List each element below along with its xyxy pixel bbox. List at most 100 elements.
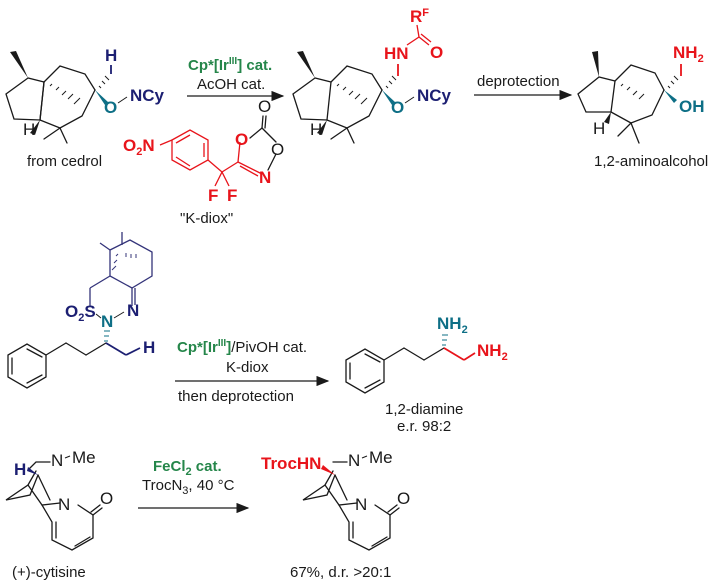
ring-nitrogen: N — [259, 168, 271, 187]
amide-nh: HN — [384, 44, 409, 63]
h-wedge — [604, 112, 611, 124]
amine-nh2-2: NH2 — [477, 341, 508, 363]
o-wedge — [664, 90, 677, 103]
ring-h-atom: H — [593, 119, 605, 138]
fluorine-1: F — [208, 186, 218, 205]
catalyst-label: Cp*[IrIII]/PivOH cat. — [177, 338, 307, 356]
product-label: 1,2-aminoalcohol — [594, 153, 708, 170]
dioxazolone-ring — [249, 115, 277, 171]
c-o-bond-2 — [420, 33, 432, 43]
sulfonyl-group: O2S — [65, 302, 96, 324]
ring-h-atom: H — [23, 120, 35, 139]
hashed-ch2 — [385, 75, 397, 89]
phenylbutyl-chain — [345, 347, 445, 394]
o-wedge — [95, 90, 108, 105]
pyridone-nitrogen: N — [58, 495, 70, 514]
n-c-bond — [406, 36, 420, 46]
catalyst-label: Cp*[IrIII] cat. — [188, 56, 272, 74]
carbonyl-oxygen: O — [397, 489, 410, 508]
h-wedge — [317, 120, 327, 135]
ring-h-atom: H — [310, 120, 322, 139]
k-diox-reagent: O2N O O O N F F "K-diox" — [123, 97, 284, 227]
rf-group: RF — [410, 7, 429, 26]
c-n-bond — [463, 352, 476, 361]
carbonyl-oxygen: O — [258, 97, 271, 116]
amine-nh2-1: NH2 — [437, 314, 468, 336]
ch2-bond — [443, 347, 465, 361]
product-label: 67%, d.r. >20:1 — [290, 564, 391, 581]
n-me-bond — [64, 455, 71, 459]
methyl-wedge — [297, 51, 315, 78]
cedrane-skeleton — [577, 64, 665, 144]
o-n-bond — [404, 96, 415, 104]
hashed-bridge — [336, 83, 368, 105]
methyl-wedge — [592, 51, 599, 77]
fluorine-2: F — [227, 186, 237, 205]
target-h-atom: H — [143, 338, 155, 357]
o-n-bond — [117, 96, 128, 104]
reagent-label: K-diox — [226, 359, 269, 376]
target-h-atom: H — [105, 46, 117, 65]
aminated-cytisine-product: N Me N O — [302, 448, 410, 551]
substrate-label: from cedrol — [27, 153, 102, 170]
n-methyl-nitrogen: N — [51, 451, 63, 470]
sulfamate-substrate: O2S N N H — [7, 232, 155, 389]
nitrophenyl-ring — [159, 129, 263, 187]
c-r-bond — [416, 24, 420, 38]
h-wedge — [30, 120, 40, 135]
phenylbutyl-chain — [7, 342, 107, 389]
carbonyl-oxygen: O — [100, 489, 113, 508]
reagent-label: TrocN3, 40 °C — [142, 477, 235, 497]
aminoalcohol-product: NH2 OH H — [577, 43, 705, 144]
cedrane-skeleton — [5, 65, 96, 144]
deprotection-label: then deprotection — [178, 388, 294, 405]
hashed-ch2 — [667, 75, 679, 89]
c-h-bond — [125, 347, 141, 356]
reaction-arrow-3: Cp*[IrIII]/PivOH cat. K-diox then deprot… — [175, 338, 330, 405]
methyl-group: Me — [369, 448, 393, 467]
sulfamide-nitrogen: N — [101, 312, 113, 331]
o-wedge — [382, 90, 395, 105]
hashed-ch2 — [98, 75, 110, 89]
amidated-intermediate: RF HN O O NCy H — [292, 7, 452, 144]
amide-oxygen: O — [430, 43, 443, 62]
methyl-wedge — [10, 51, 28, 78]
n-n-bond — [113, 311, 125, 319]
n-wedge — [321, 465, 335, 475]
camphor-derived-auxiliary — [89, 232, 153, 306]
ring-oxygen-1: O — [235, 130, 248, 149]
h-wedge — [27, 467, 38, 475]
reaction-arrow-4: FeCl2 cat. TrocN3, 40 °C — [138, 458, 250, 514]
substrate-label: (+)-cytisine — [12, 564, 86, 581]
oxygen-atom: O — [391, 98, 404, 117]
hashed-bridge — [620, 83, 645, 100]
n-methyl-nitrogen: N — [348, 451, 360, 470]
hydroxyl-group: OH — [679, 97, 705, 116]
hashed-bridge — [49, 83, 81, 105]
enantiomeric-ratio: e.r. 98:2 — [397, 418, 451, 435]
n-me-bond — [361, 455, 368, 459]
hashed-cn-bond — [104, 330, 110, 342]
imine-nitrogen: N — [127, 301, 139, 320]
cedrane-skeleton — [292, 65, 383, 144]
ch3-bond — [105, 342, 127, 356]
reagent-label: "K-diox" — [180, 210, 233, 227]
catalyst-label: FeCl2 cat. — [153, 458, 222, 478]
cytisine-skeleton — [302, 461, 400, 551]
diamine-product: NH2 NH2 1,2-diamine e.r. 98:2 — [345, 314, 508, 435]
deprotection-label: deprotection — [477, 73, 560, 90]
oxygen-atom: O — [104, 98, 117, 117]
ring-oxygen-2: O — [271, 140, 284, 159]
product-label: 1,2-diamine — [385, 401, 463, 418]
pyridone-nitrogen: N — [355, 495, 367, 514]
ncy-group: NCy — [130, 86, 165, 105]
troc-amine-group: TrocHN — [261, 454, 321, 473]
target-h-atom: H — [14, 460, 26, 479]
ncy-group: NCy — [417, 86, 452, 105]
amine-nh2: NH2 — [673, 43, 704, 65]
c-o-bond — [418, 36, 430, 46]
additive-label: AcOH cat. — [197, 76, 265, 93]
reaction-arrow-2: deprotection — [474, 73, 573, 101]
nitro-group: O2N — [123, 136, 155, 158]
